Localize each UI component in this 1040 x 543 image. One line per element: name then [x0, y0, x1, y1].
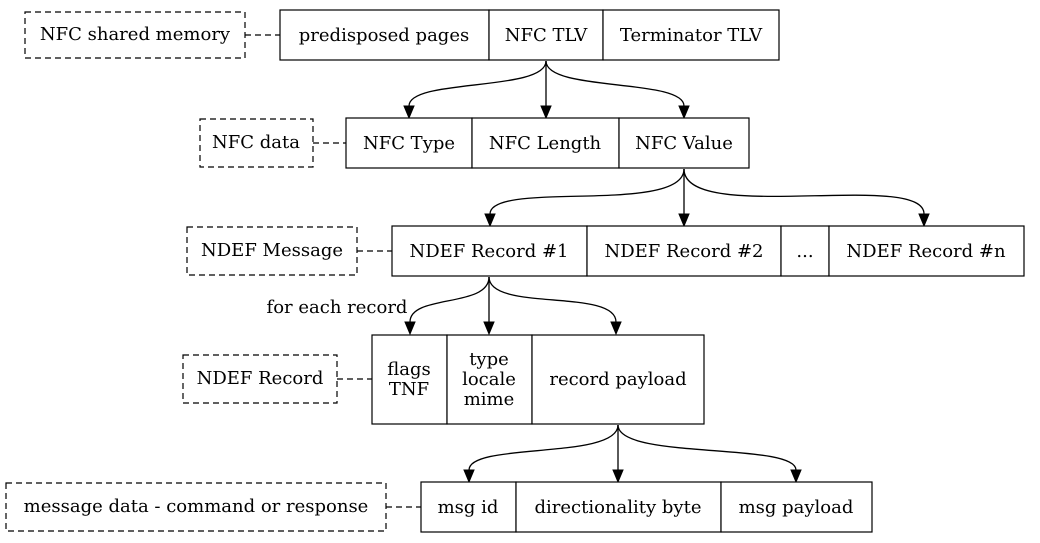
cell-record-payload — [531, 334, 705, 425]
edge-arrow — [488, 276, 617, 323]
arrowhead — [484, 213, 496, 228]
cell-msg-payload — [720, 481, 873, 533]
cell-label-msg-id: msg id — [438, 497, 499, 518]
arrowhead — [918, 213, 930, 228]
cell-label-ndef-record-2: NDEF Record #2 — [604, 241, 763, 262]
cell-label-ellipsis: ... — [796, 241, 813, 262]
cell-flags-tnf — [371, 334, 448, 425]
cell-label-terminator-tlv: Terminator TLV — [620, 25, 763, 46]
cell-label-mime: mime — [464, 389, 515, 410]
cell-label-nfc-length: NFC Length — [489, 133, 602, 154]
arrowhead — [612, 469, 624, 484]
arrowhead — [678, 105, 690, 120]
label-ndef-message: NDEF Message — [201, 240, 343, 261]
cell-label-ndef-record-n: NDEF Record #n — [846, 241, 1006, 262]
cell-label-tnf: TNF — [389, 379, 429, 400]
cell-ellipsis — [780, 225, 830, 277]
cell-label-type: type — [469, 349, 509, 370]
arrowhead — [678, 213, 690, 228]
cell-label-nfc-tlv: NFC TLV — [505, 25, 589, 46]
cell-ndef-record-1 — [391, 225, 588, 277]
arrowhead — [403, 105, 415, 120]
cell-nfc-length — [471, 117, 620, 169]
edges-record-to-ndef-record: for each record — [267, 276, 622, 336]
cell-label-nfc-value: NFC Value — [635, 133, 733, 154]
arrowhead — [483, 321, 495, 336]
edge-arrow — [408, 60, 547, 107]
edges-tlv-to-nfc-data — [403, 60, 690, 120]
label-box-message-data — [5, 482, 387, 532]
cell-nfc-type — [345, 117, 473, 169]
edge-arrow — [545, 60, 685, 107]
label-ndef-record: NDEF Record — [197, 368, 324, 389]
cell-ndef-record-n — [828, 225, 1025, 277]
arrowhead — [610, 321, 622, 336]
label-message-data: message data - command or response — [24, 496, 369, 517]
arrowhead — [463, 469, 475, 484]
level-nfc-data: NFC data NFC Type NFC Length NFC Value — [199, 117, 750, 169]
label-box-ndef-message — [186, 226, 358, 276]
label-nfc-shared-memory: NFC shared memory — [40, 24, 231, 45]
cell-nfc-value — [618, 117, 750, 169]
edge-arrow — [468, 424, 619, 471]
cell-label-flags: flags — [387, 359, 431, 380]
cell-terminator-tlv — [602, 9, 780, 61]
cell-label-nfc-type: NFC Type — [363, 133, 455, 154]
cell-nfc-tlv — [488, 9, 604, 61]
cell-directionality-byte — [515, 481, 722, 533]
cell-ndef-record-2 — [586, 225, 782, 277]
cell-label-locale: locale — [462, 369, 516, 390]
edge-arrow — [409, 276, 490, 323]
cell-label-predisposed-pages: predisposed pages — [299, 25, 469, 46]
cell-label-record-payload: record payload — [549, 369, 686, 390]
edges-value-to-ndef-message — [484, 168, 930, 228]
cell-label-directionality-byte: directionality byte — [535, 497, 702, 518]
level-ndef-record: NDEF Record flags TNF type locale mime r… — [182, 334, 705, 425]
label-box-ndef-record — [182, 354, 338, 404]
edge-arrow — [683, 168, 925, 215]
level-message-data: message data - command or response msg i… — [5, 481, 873, 533]
edge-arrow — [617, 424, 797, 471]
arrowhead — [540, 105, 552, 120]
cell-predisposed-pages — [279, 9, 490, 61]
level-nfc-shared-memory: NFC shared memory predisposed pages NFC … — [24, 9, 780, 61]
annotation-for-each-record: for each record — [267, 297, 408, 318]
cell-label-ndef-record-1: NDEF Record #1 — [409, 241, 568, 262]
cell-label-msg-payload: msg payload — [739, 497, 854, 518]
arrowhead — [404, 321, 416, 336]
level-ndef-message: NDEF Message NDEF Record #1 NDEF Record … — [186, 225, 1025, 277]
edges-payload-to-message-data — [463, 424, 802, 484]
label-box-nfc-data — [199, 118, 314, 168]
label-nfc-data: NFC data — [212, 132, 300, 153]
label-box-nfc-shared-memory — [24, 11, 246, 59]
arrowhead — [790, 469, 802, 484]
edge-arrow — [489, 168, 685, 215]
